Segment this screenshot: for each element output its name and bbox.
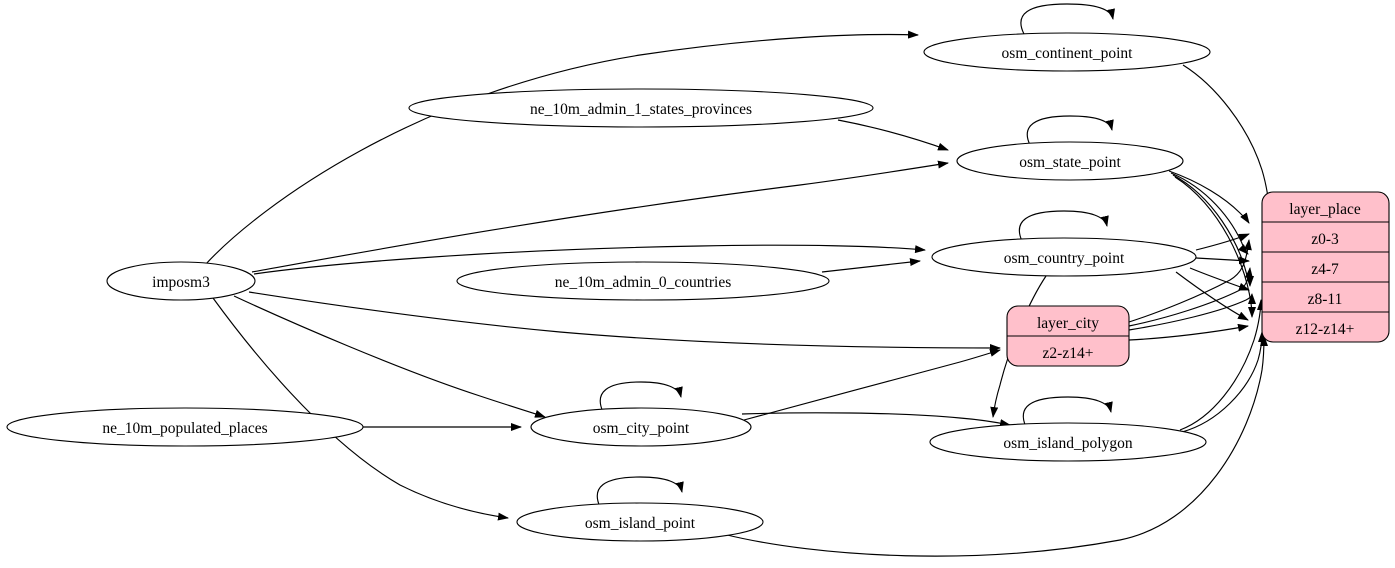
edge-osm-city-point-osm-island-polygon	[741, 412, 1011, 427]
node-label-imposm3: imposm3	[152, 274, 210, 291]
edge-self-osm-continent-point	[1020, 3, 1115, 35]
edge-osm-state-point-layer-place-z8-11	[1172, 174, 1254, 287]
node-label-osm-continent-point: osm_continent_point	[1002, 45, 1134, 62]
node-layer-city[interactable]: layer_city z2-z14+	[1006, 305, 1130, 367]
node-osm-continent-point[interactable]: osm_continent_point	[923, 32, 1211, 72]
edge-layer	[204, 3, 1275, 557]
edge-self-osm-island-point	[596, 476, 684, 508]
edge-layer-city-layer-place-z0-3	[1128, 239, 1252, 323]
edge-osm-country-point-layer-place-z12	[1175, 271, 1249, 321]
edge-osm-state-point-layer-place-z12	[1174, 176, 1256, 318]
edge-imposm3-osm-state-point	[251, 160, 949, 273]
node-label-osm-city-point: osm_city_point	[593, 420, 690, 437]
node-osm-island-point[interactable]: osm_island_point	[516, 502, 764, 542]
layer-place-row-z4-7[interactable]: z4-7	[1311, 261, 1339, 278]
node-label-osm-island-polygon: osm_island_polygon	[1003, 435, 1132, 452]
edge-osm-country-point-layer-place-z4-7	[1195, 256, 1250, 265]
edge-osm-state-point-layer-place-z0-3	[1168, 170, 1250, 224]
node-ne-10m-admin-0-countries[interactable]: ne_10m_admin_0_countries	[456, 261, 830, 301]
edge-layer-city-layer-place-z4-7	[1128, 267, 1253, 327]
edge-osm-city-point-layer-city	[743, 349, 1001, 421]
node-imposm3[interactable]: imposm3	[106, 261, 256, 301]
edge-imposm3-osm-country-point	[253, 244, 926, 275]
edge-ne-states-osm-state-point	[837, 119, 949, 151]
edge-osm-country-point-osm-island-polygon	[990, 275, 1047, 418]
edge-ne-countries-osm-country-point	[821, 258, 921, 273]
edge-osm-island-polygon-layer-place-z8-11	[1179, 299, 1265, 431]
edge-osm-country-point-layer-place-z0-3	[1195, 233, 1250, 251]
edge-self-osm-country-point	[1018, 210, 1109, 242]
layer-city-title: layer_city	[1037, 315, 1099, 332]
edge-osm-island-polygon-layer-place-z12	[1181, 331, 1266, 433]
node-label-osm-state-point: osm_state_point	[1019, 154, 1121, 171]
layer-place-title: layer_place	[1289, 201, 1361, 218]
node-label-osm-island-point: osm_island_point	[585, 515, 696, 532]
node-osm-state-point[interactable]: osm_state_point	[956, 141, 1184, 181]
node-layer: imposm3 ne_10m_admin_1_states_provinces …	[6, 32, 1390, 542]
edge-osm-continent-point-layer-place-z0-3	[1182, 64, 1275, 225]
edge-imposm3-layer-city	[248, 291, 1001, 352]
node-label-osm-country-point: osm_country_point	[1004, 250, 1125, 267]
node-osm-island-polygon[interactable]: osm_island_polygon	[929, 422, 1207, 462]
node-ne-10m-admin-1-states-provinces[interactable]: ne_10m_admin_1_states_provinces	[408, 88, 874, 128]
edge-layer-city-layer-place-z12	[1128, 323, 1249, 341]
edge-osm-country-point-layer-place-z8-11	[1189, 267, 1250, 291]
edge-imposm3-osm-continent-point	[204, 30, 919, 266]
node-label-ne-countries: ne_10m_admin_0_countries	[555, 274, 732, 291]
edge-imposm3-osm-city-point	[233, 295, 546, 418]
layer-place-row-z8-11[interactable]: z8-11	[1308, 291, 1343, 308]
edge-self-osm-island-polygon	[1022, 396, 1113, 428]
edge-self-osm-city-point	[599, 381, 683, 413]
layer-place-row-z0-3[interactable]: z0-3	[1311, 231, 1339, 248]
layer-city-row-z2-z14[interactable]: z2-z14+	[1043, 345, 1094, 362]
node-osm-city-point[interactable]: osm_city_point	[530, 407, 752, 447]
node-layer-place[interactable]: layer_place z0-3 z4-7 z8-11 z12-z14+	[1261, 191, 1390, 343]
node-label-ne-populated: ne_10m_populated_places	[102, 420, 267, 437]
node-ne-10m-populated-places[interactable]: ne_10m_populated_places	[6, 407, 364, 447]
edge-osm-island-point-layer-place-z12	[722, 335, 1268, 557]
edge-imposm3-osm-island-point	[212, 297, 509, 521]
layer-place-row-z12-z14[interactable]: z12-z14+	[1296, 321, 1355, 338]
edge-osm-state-point-layer-place-z4-7	[1170, 172, 1249, 255]
edge-layer-city-layer-place-z8-11	[1128, 293, 1256, 331]
node-label-ne-states: ne_10m_admin_1_states_provinces	[530, 101, 752, 118]
edge-self-osm-state-point	[1026, 115, 1114, 146]
node-osm-country-point[interactable]: osm_country_point	[931, 237, 1197, 277]
